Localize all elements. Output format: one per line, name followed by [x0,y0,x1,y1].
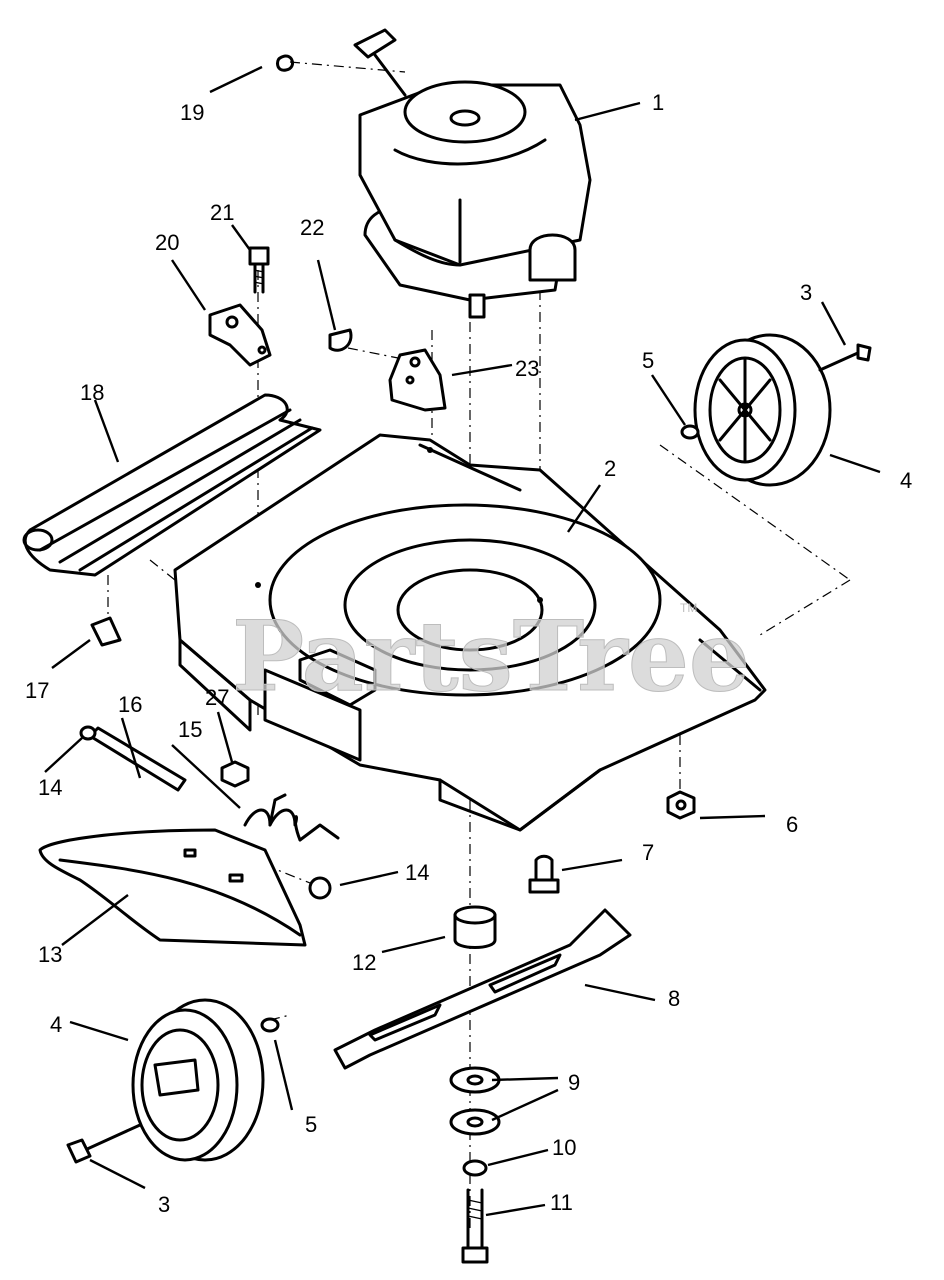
callout-21: 21 [210,200,234,225]
callout-9: 9 [568,1070,580,1095]
callout-6: 6 [786,812,798,837]
callout-4-left: 4 [50,1012,62,1037]
clip-part-17 [90,616,122,647]
callout-27: 27 [205,685,229,710]
engine-part-1 [353,28,592,319]
callout-15: 15 [178,717,202,742]
bolt-part-3-left [66,1123,142,1164]
callout-14-right: 14 [405,860,429,885]
bushing-part-14-right [308,876,332,900]
callout-3-left: 3 [158,1192,170,1217]
callout-5-left: 5 [305,1112,317,1137]
callout-16: 16 [118,692,142,717]
callout-2: 2 [604,456,616,481]
bushing-part-14-left [79,725,97,741]
rear-flap-part-18 [22,393,322,577]
washer-part-9-upper [449,1066,501,1094]
callout-23: 23 [515,356,539,381]
callout-1: 1 [652,90,664,115]
blade-part-8 [333,908,632,1070]
watermark-text: PartsTree [232,600,750,713]
washer-part-10 [462,1159,488,1177]
callout-17: 17 [25,678,49,703]
callout-numbers: 1 2 3 3 4 4 5 5 6 7 8 9 10 11 12 13 14 1… [25,90,912,1217]
callout-13: 13 [38,942,62,967]
callout-22: 22 [300,215,324,240]
deck-part-2 [173,433,767,832]
callout-11: 11 [550,1190,573,1215]
clip-part-19 [276,54,295,72]
rod-part-16 [88,726,187,792]
callout-19: 19 [180,100,204,125]
nut-part-6 [666,790,696,820]
callout-3-right: 3 [800,280,812,305]
callout-20: 20 [155,230,179,255]
callout-12: 12 [352,950,376,975]
washer-part-9-lower [449,1108,501,1136]
wheel-part-4-left [131,998,265,1162]
callout-5-right: 5 [642,348,654,373]
callout-10: 10 [552,1135,576,1160]
bolt-part-11 [461,1188,489,1264]
washer-part-5-left [260,1017,280,1033]
watermark-trademark: TM [680,601,697,615]
callout-8: 8 [668,986,680,1011]
washer-part-5-right [680,424,700,440]
bolt-part-21 [248,246,270,294]
callout-14-left: 14 [38,775,62,800]
adapter-part-12 [453,905,497,949]
hairpin-part-22 [328,328,353,352]
bolt-part-3-right [818,343,872,372]
bracket-part-20 [208,303,272,367]
bracket-part-23 [388,348,447,412]
bolt-part-7 [528,854,560,894]
wheel-part-4-right [693,333,832,487]
callout-7: 7 [642,840,654,865]
callout-18: 18 [80,380,104,405]
nut-part-27 [220,760,250,788]
leader-lines [44,65,881,1217]
callout-4-right: 4 [900,468,912,493]
spring-part-15 [243,793,340,842]
discharge-chute-part-13 [38,828,307,947]
